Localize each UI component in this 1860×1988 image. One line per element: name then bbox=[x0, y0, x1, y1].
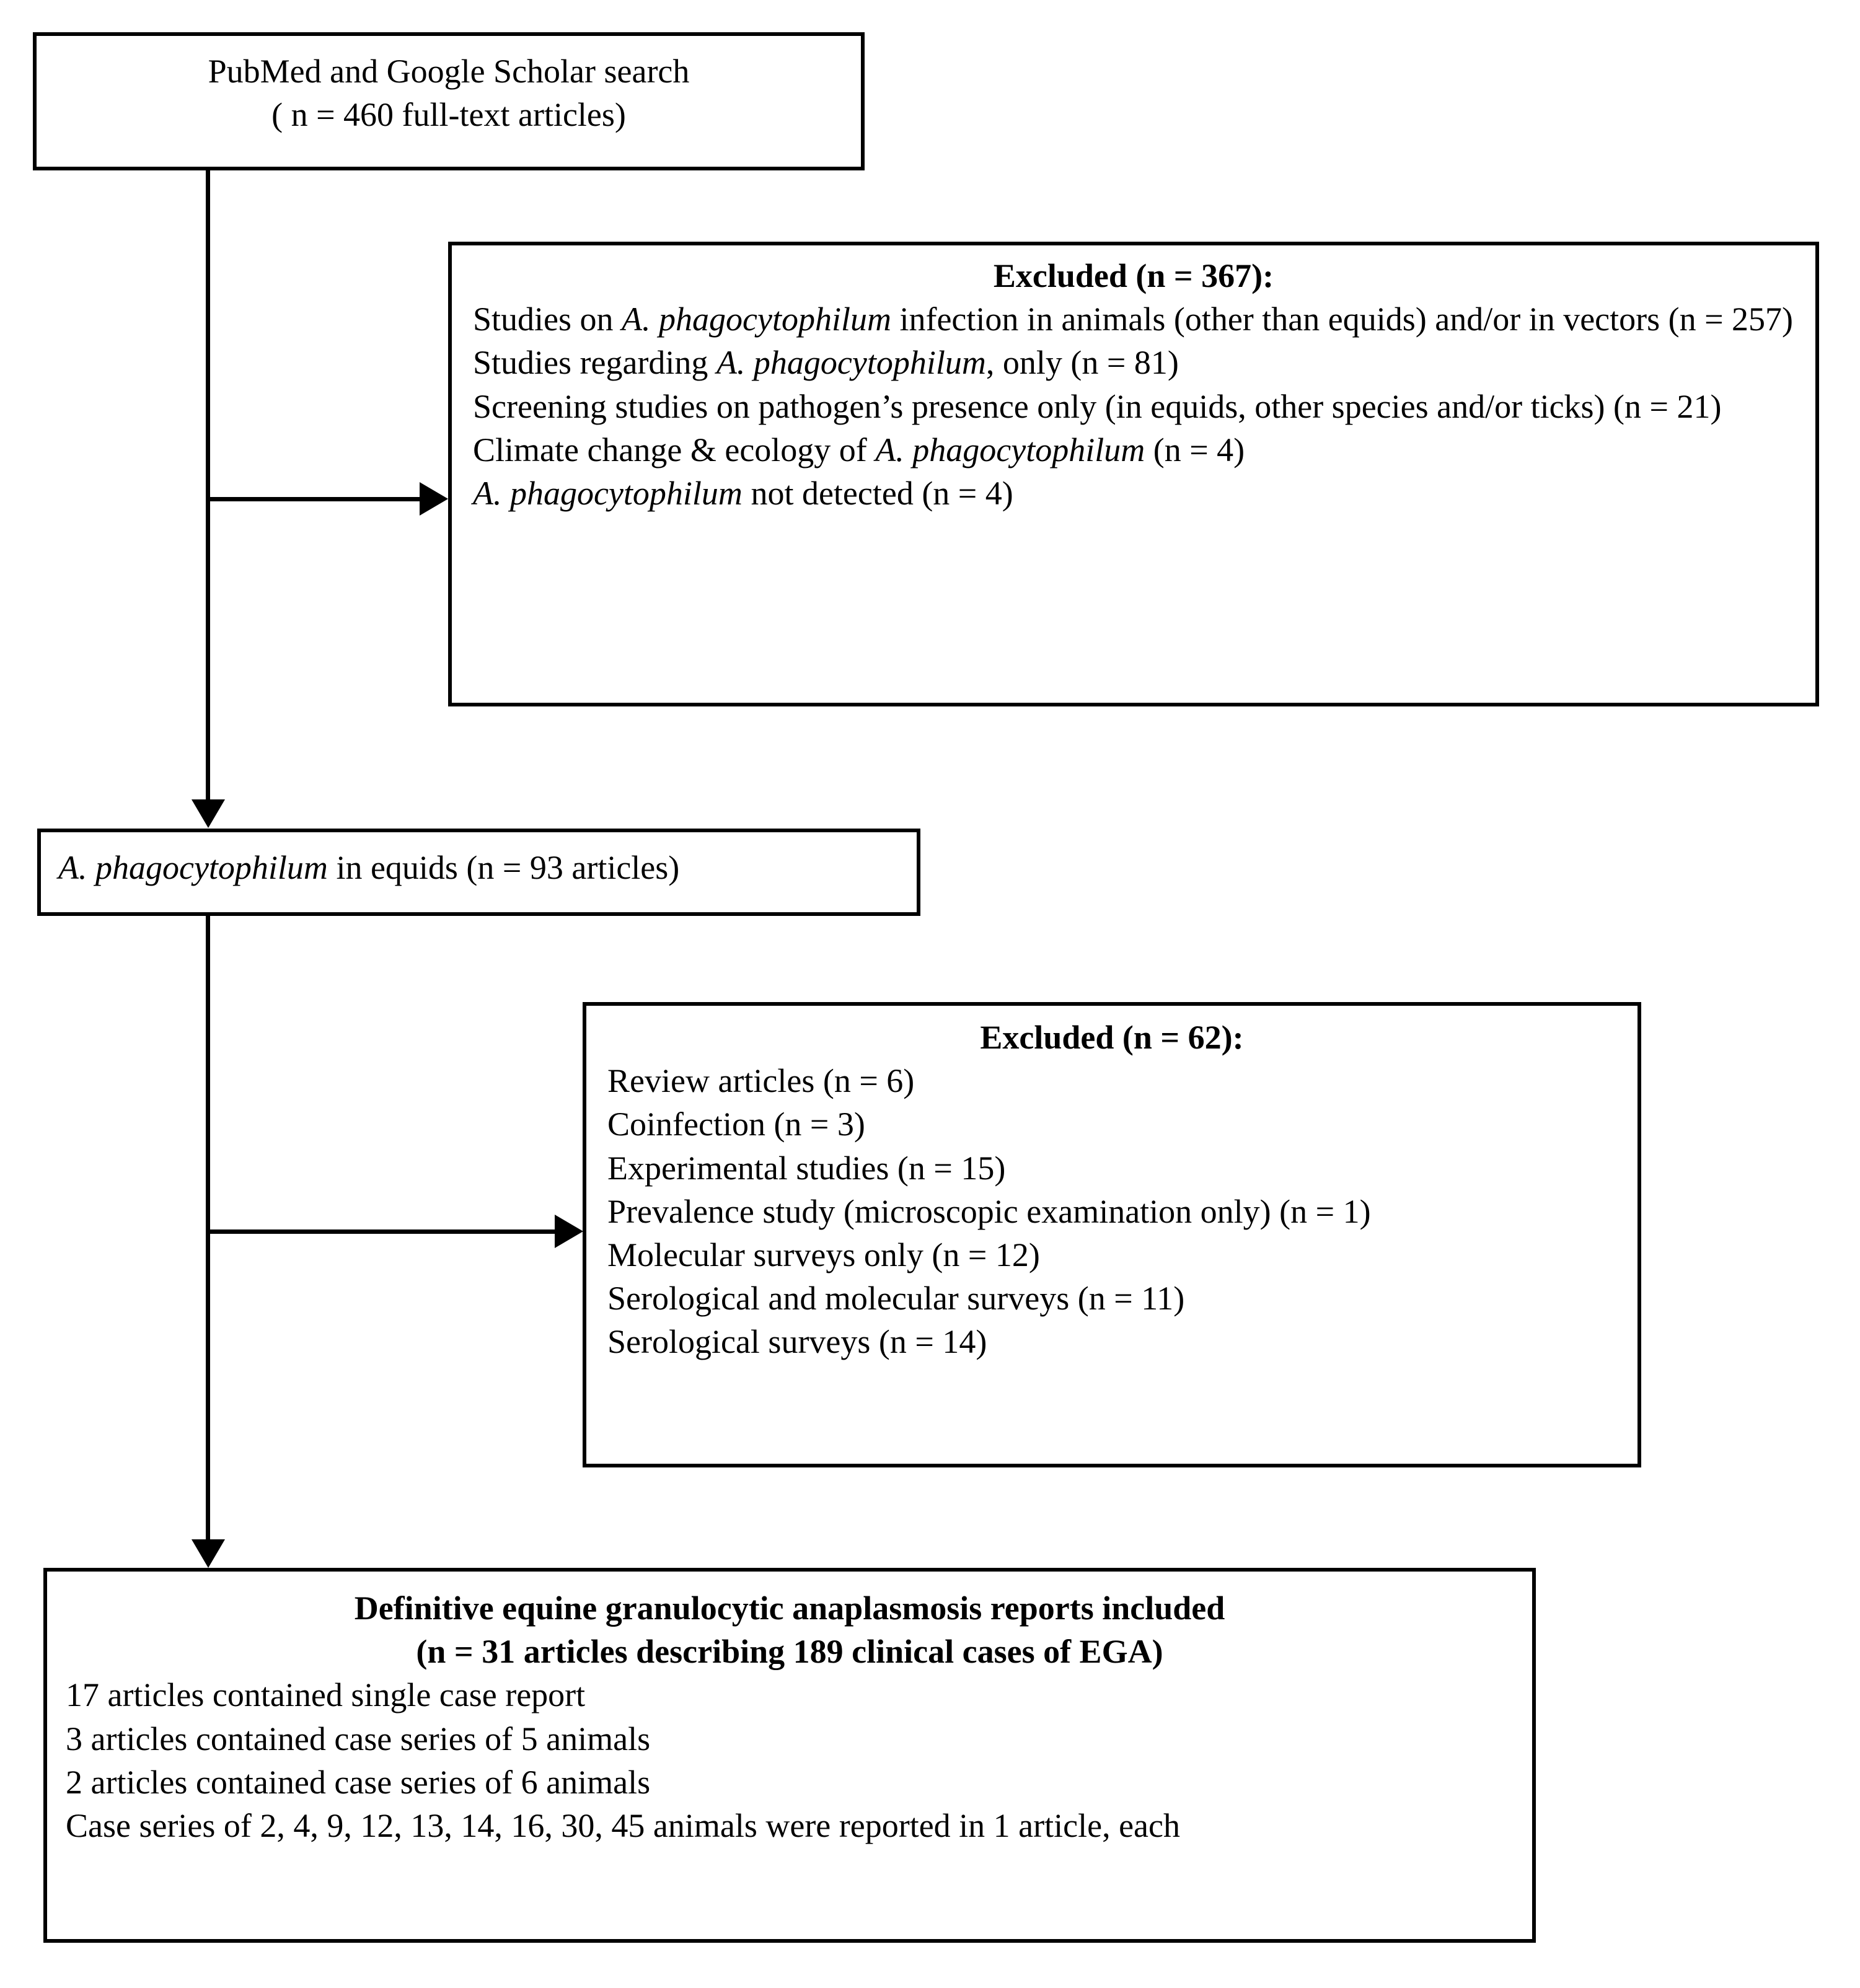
excluded-second-item-0: Review articles (n = 6) bbox=[607, 1062, 915, 1100]
excluded-second-item-1: Coinfection (n = 3) bbox=[607, 1106, 865, 1143]
arrowhead-to-excluded-second bbox=[555, 1215, 583, 1248]
excluded-second-item-3: Prevalence study (microscopic examinatio… bbox=[607, 1192, 1371, 1230]
excluded-first-item-1-pre: Studies regarding bbox=[473, 344, 716, 382]
equids-label: A. phagocytophilum in equids (n = 93 art… bbox=[58, 846, 899, 889]
excluded-first-item-1-post: , only (n = 81) bbox=[985, 344, 1179, 382]
excluded-first-item-3-post: (n = 4) bbox=[1145, 431, 1245, 468]
included-item-2: 2 articles contained case series of 6 an… bbox=[66, 1763, 651, 1801]
connector-trunk-lower bbox=[206, 916, 210, 1541]
included-heading-line1: Definitive equine granulocytic anaplasmo… bbox=[354, 1590, 1225, 1627]
excluded-second-heading: Excluded (n = 62): bbox=[980, 1019, 1244, 1056]
box-included: Definitive equine granulocytic anaplasmo… bbox=[43, 1568, 1536, 1943]
box-equids: A. phagocytophilum in equids (n = 93 art… bbox=[37, 829, 920, 916]
excluded-first-item-2: Screening studies on pathogen’s presence… bbox=[473, 385, 1794, 428]
box-search-results: PubMed and Google Scholar search ( n = 4… bbox=[33, 32, 865, 170]
species-name-italic: A. phagocytophilum bbox=[58, 849, 328, 886]
connector-to-excluded-second bbox=[208, 1229, 562, 1234]
species-name-italic: A. phagocytophilum bbox=[716, 344, 986, 382]
arrowhead-to-included-box bbox=[192, 1539, 225, 1568]
excluded-first-item-4: A. phagocytophilum not detected (n = 4) bbox=[473, 472, 1794, 515]
search-count: ( n = 460 full-text articles) bbox=[271, 96, 626, 134]
equids-count: in equids (n = 93 articles) bbox=[327, 849, 680, 886]
included-item-1: 3 articles contained case series of 5 an… bbox=[66, 1720, 651, 1757]
excluded-first-item-0-pre: Studies on bbox=[473, 301, 622, 338]
included-item-0: 17 articles contained single case report bbox=[66, 1676, 586, 1714]
arrowhead-to-equids-box bbox=[192, 799, 225, 828]
excluded-first-item-0: Studies on A. phagocytophilum infection … bbox=[473, 297, 1794, 341]
excluded-first-item-3: Climate change & ecology of A. phagocyto… bbox=[473, 428, 1794, 472]
excluded-first-item-2-pre: Screening studies on pathogen’s presence… bbox=[473, 387, 1722, 425]
excluded-second-item-4: Molecular surveys only (n = 12) bbox=[607, 1236, 1040, 1273]
excluded-first-item-4-post: not detected (n = 4) bbox=[742, 474, 1013, 512]
excluded-second-item-2: Experimental studies (n = 15) bbox=[607, 1149, 1006, 1187]
included-item-3: Case series of 2, 4, 9, 12, 13, 14, 16, … bbox=[66, 1806, 1180, 1844]
search-title: PubMed and Google Scholar search bbox=[208, 53, 690, 90]
excluded-first-item-0-post: infection in animals (other than equids)… bbox=[891, 301, 1794, 338]
excluded-first-item-1: Studies regarding A. phagocytophilum, on… bbox=[473, 341, 1794, 384]
excluded-second-item-6: Serological surveys (n = 14) bbox=[607, 1323, 987, 1361]
species-name-italic: A. phagocytophilum bbox=[622, 301, 891, 338]
species-name-italic: A. phagocytophilum bbox=[875, 431, 1145, 468]
excluded-second-item-5: Serological and molecular surveys (n = 1… bbox=[607, 1280, 1185, 1317]
included-heading-line2: (n = 31 articles describing 189 clinical… bbox=[416, 1633, 1163, 1671]
box-excluded-second: Excluded (n = 62): Review articles (n = … bbox=[583, 1002, 1641, 1467]
box-excluded-first: Excluded (n = 367): Studies on A. phagoc… bbox=[448, 242, 1819, 706]
arrowhead-to-excluded-first bbox=[420, 482, 448, 516]
excluded-first-heading: Excluded (n = 367): bbox=[993, 257, 1274, 294]
species-name-italic: A. phagocytophilum bbox=[473, 474, 743, 512]
connector-trunk-upper bbox=[206, 170, 210, 816]
excluded-first-item-3-pre: Climate change & ecology of bbox=[473, 431, 876, 468]
connector-to-excluded-first bbox=[208, 497, 426, 501]
